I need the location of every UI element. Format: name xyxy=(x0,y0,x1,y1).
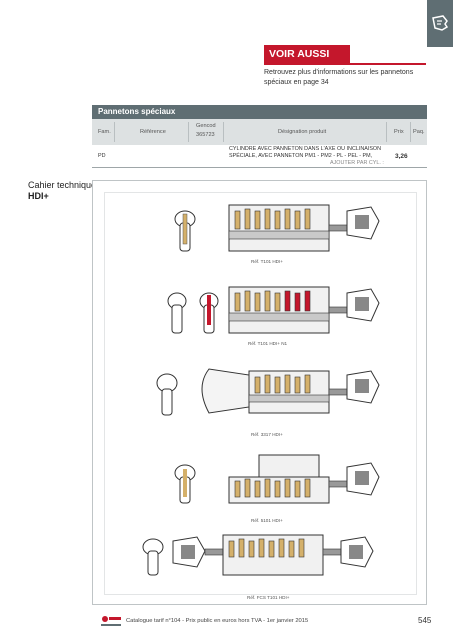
lock-illustration-5 xyxy=(142,534,374,576)
table-title: Pannetons spéciaux xyxy=(92,105,427,119)
key-icon xyxy=(432,15,449,31)
row-designation-line1: CYLINDRE AVEC PANNETON DANS L'AXE OU INC… xyxy=(229,146,382,152)
voir-aussi-title: VOIR AUSSI xyxy=(264,45,350,63)
row-fam: PD xyxy=(98,153,106,159)
header-paq: Paq. xyxy=(413,129,425,135)
lock-illustration-1 xyxy=(174,204,380,252)
caption-5: Réf. FCS T101 HDI+ xyxy=(247,595,290,600)
table-header: Fam. Référence Gencod 365723 Désignation… xyxy=(92,119,427,145)
header-designation: Désignation produit xyxy=(278,129,327,135)
caption-3: Réf. 3317 HDI+ xyxy=(251,432,283,437)
section-tab xyxy=(427,0,453,47)
lock-illustration-4 xyxy=(174,454,380,504)
sidebar-line1: Cahier technique xyxy=(28,180,97,190)
row-designation-line2: SPÉCIALE, AVEC PANNETON PM1 - PM2 - PL -… xyxy=(229,153,373,159)
caption-1: Réf. T101 HDI+ xyxy=(251,259,283,264)
voir-aussi-rule xyxy=(264,63,426,65)
page-number: 545 xyxy=(418,616,432,625)
caption-2: Réf. T101 HDI+ N1 xyxy=(248,341,288,346)
header-reference: Référence xyxy=(140,129,166,135)
header-gencod: Gencod xyxy=(196,123,216,129)
lock-illustration-2 xyxy=(167,286,380,334)
brand-logo-icon xyxy=(101,616,121,626)
lock-illustrations-frame: Réf. T101 HDI+ Réf. T101 HDI+ N1 xyxy=(92,180,427,605)
row-prix: 3,26 xyxy=(395,153,408,160)
table-bottom-rule xyxy=(92,167,427,168)
header-gencod-prefix: 365723 xyxy=(196,132,215,138)
row-designation-line3: AJOUTER PAR CYL. : xyxy=(330,160,384,166)
voir-aussi-text: Retrouvez plus d'informations sur les pa… xyxy=(264,69,414,86)
sidebar-line2: HDI+ xyxy=(28,191,49,201)
footer-catalogue-text: Catalogue tarif n°104 - Prix public en e… xyxy=(126,618,309,624)
sidebar-heading: Cahier technique HDI+ xyxy=(28,180,96,202)
header-fam: Fam. xyxy=(98,129,111,135)
lock-illustration-3 xyxy=(156,368,380,416)
table-row: PD CYLINDRE AVEC PANNETON DANS L'AXE OU … xyxy=(92,145,427,167)
caption-4: Réf. 5101 HDI+ xyxy=(251,518,283,523)
header-prix: Prix xyxy=(394,129,404,135)
